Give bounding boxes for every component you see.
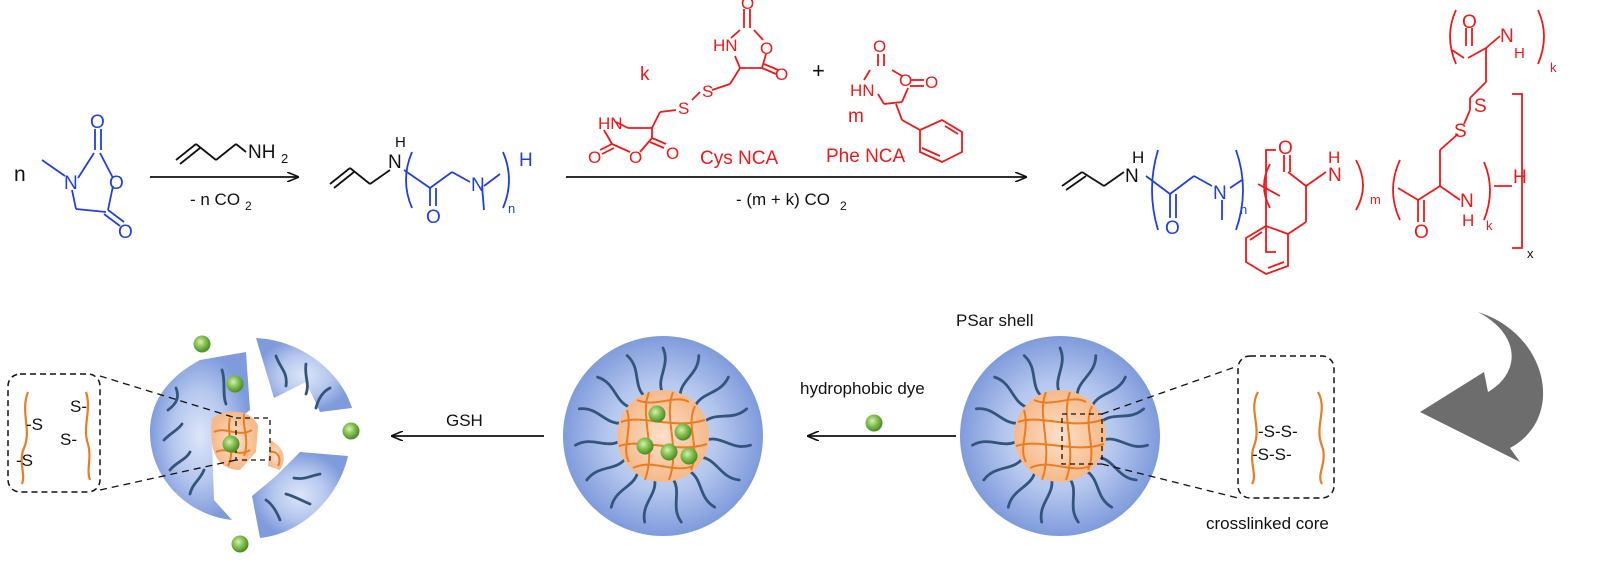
crosslink-text-1: -S-S-	[1258, 422, 1298, 441]
gsh-label: GSH	[446, 411, 483, 430]
coefficient-k: k	[640, 64, 650, 85]
cys-S1: S	[702, 82, 713, 101]
prod-N1: N	[1125, 166, 1139, 187]
step2-sub2: 2	[840, 199, 847, 213]
cys-O6: O	[666, 144, 679, 163]
crosslink-zoom-box	[1237, 355, 1335, 499]
block-copolymer-product: H N O N n	[1061, 9, 1557, 275]
cys-S2: S	[678, 99, 689, 118]
psar-O: O	[426, 207, 441, 228]
phe-nca-structure: O O O HN	[850, 37, 963, 163]
thiol-text-3: S-	[60, 430, 77, 449]
prod-O1: O	[1165, 218, 1180, 239]
prod-H3: H	[1462, 211, 1474, 230]
dye-bead-icon	[865, 414, 883, 432]
psar-N2: N	[471, 175, 485, 196]
step1-sub2: 2	[245, 199, 252, 213]
psar-end-H: H	[519, 150, 533, 171]
cys-nca-label: Cys NCA	[700, 148, 778, 169]
prod-O4: O	[1462, 12, 1477, 33]
step2-byproduct: - (m + k) CO	[736, 190, 830, 209]
plus-sign: +	[812, 58, 825, 83]
prod-H1: H	[1132, 148, 1144, 167]
prod-sub-x: x	[1527, 246, 1534, 261]
coefficient-m: m	[848, 106, 864, 127]
phe-nca-label: Phe NCA	[826, 146, 906, 167]
prod-end-H: H	[1513, 167, 1527, 188]
phe-hn: HN	[850, 81, 875, 100]
thiol-text-4: -S	[16, 451, 33, 470]
crosslink-zoom-lines	[1101, 365, 1239, 499]
prod-O2: O	[1278, 138, 1293, 159]
thiol-text-2: S-	[70, 397, 87, 416]
prod-H2: H	[1328, 148, 1340, 167]
prod-sub-k: k	[1486, 218, 1493, 233]
released-dye-1	[193, 335, 211, 353]
psar-H: H	[395, 134, 406, 151]
psar-structure: N H O N n H	[329, 134, 533, 228]
allylamine-structure	[175, 143, 247, 165]
crosslink-strands	[1250, 391, 1325, 485]
prod-N4: N	[1460, 191, 1474, 212]
prod-N2: N	[1213, 183, 1227, 204]
prod-S1: S	[1454, 121, 1467, 142]
cys-nca-structure: O HN O O S S HN O O O	[588, 0, 788, 167]
released-dye-3	[342, 422, 360, 440]
curved-arrow-icon	[1420, 312, 1544, 462]
prod-sub-n: n	[1240, 202, 1247, 217]
cys-O2: O	[760, 39, 773, 58]
cys-hn2: HN	[598, 114, 623, 133]
prod-S2: S	[1474, 96, 1487, 117]
dye-loaded-micelle	[563, 336, 763, 536]
psar-N: N	[388, 152, 402, 173]
allylamine-nh2: NH	[248, 142, 275, 163]
cys-O3: O	[775, 65, 788, 84]
prod-H5: H	[1514, 45, 1525, 62]
crosslinked-micelle	[960, 336, 1160, 536]
sar-nca-structure: O N O O	[41, 112, 133, 243]
sar-nca-O1: O	[90, 112, 105, 133]
phe-O1: O	[873, 37, 886, 56]
cys-O1: O	[741, 0, 754, 13]
sar-nca-O2: O	[109, 173, 124, 194]
prod-N5: N	[1500, 26, 1514, 47]
step1-byproduct: - n CO	[190, 190, 240, 209]
allylamine-sub2: 2	[281, 151, 288, 166]
prod-O3: O	[1414, 222, 1429, 243]
cys-O5: O	[629, 148, 642, 167]
phe-O3: O	[925, 73, 938, 92]
thiol-strands	[20, 391, 92, 485]
cys-hn: HN	[713, 36, 738, 55]
crosslink-text-2: -S-S-	[1252, 445, 1292, 464]
prod-sub-k2: k	[1550, 60, 1557, 75]
psar-sub-n: n	[508, 201, 515, 216]
coefficient-n: n	[14, 163, 26, 186]
prod-N3: N	[1328, 165, 1342, 186]
disassembled-micelle	[150, 338, 352, 538]
thiol-zoom-box	[7, 373, 101, 493]
sar-nca-N: N	[64, 173, 78, 194]
cys-O4: O	[588, 148, 601, 167]
released-dye-2	[226, 375, 244, 393]
dye-loading-label: hydrophobic dye	[800, 379, 925, 398]
thiol-text-1: -S	[26, 415, 43, 434]
phe-O2: O	[899, 71, 912, 90]
prod-sub-m: m	[1370, 192, 1381, 207]
psar-shell-label: PSar shell	[956, 311, 1033, 330]
sar-nca-O3: O	[118, 222, 133, 243]
crosslinked-core-label: crosslinked core	[1206, 514, 1329, 533]
released-dye-4	[231, 535, 249, 553]
